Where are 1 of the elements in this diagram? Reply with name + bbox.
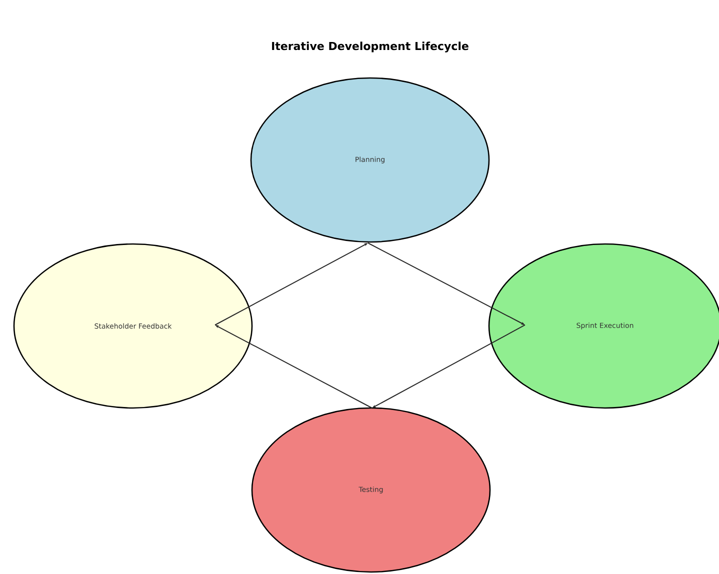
title: Iterative Development Lifecycle (272, 42, 468, 52)
